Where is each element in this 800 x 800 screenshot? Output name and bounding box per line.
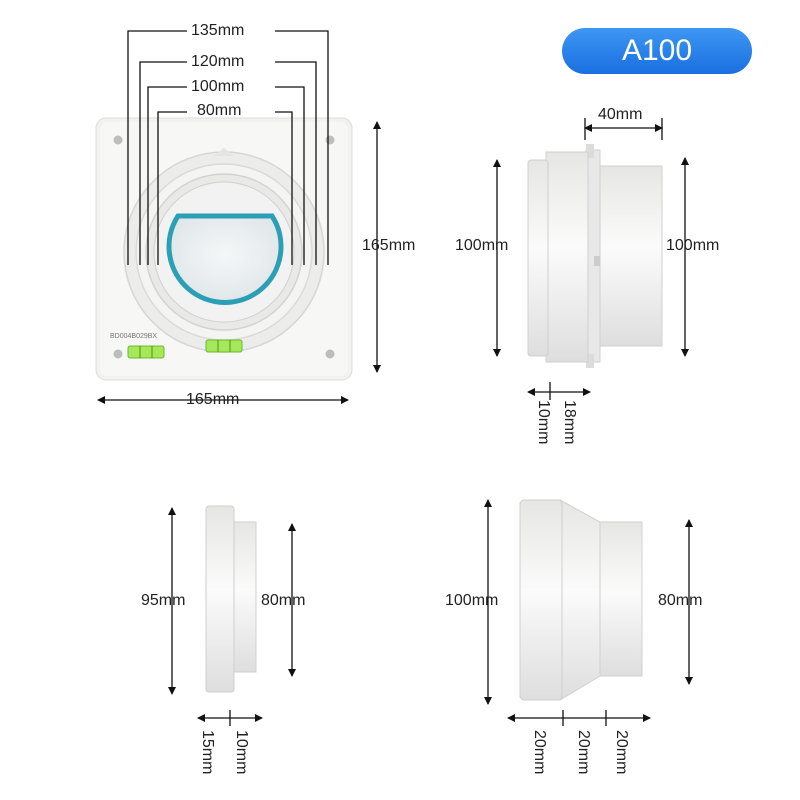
reducer-right-label: 80mm bbox=[658, 592, 703, 609]
panel-width-label: 165mm bbox=[186, 391, 240, 408]
reducer-dimensions bbox=[484, 499, 693, 726]
panel-serial: BD004B029BX bbox=[110, 333, 158, 340]
valve-bottom-b-label: 18mm bbox=[561, 400, 578, 445]
valve-right-label: 100mm bbox=[666, 237, 720, 254]
reducer-bottom-2-label: 20mm bbox=[575, 730, 592, 775]
reducer-bottom-1-label: 20mm bbox=[531, 730, 548, 775]
flange-bottom-a-label: 15mm bbox=[199, 730, 216, 775]
panel-width-100: 100mm bbox=[191, 78, 245, 95]
bubble-level-icon bbox=[127, 345, 165, 359]
panel-height-label: 165mm bbox=[362, 237, 416, 254]
screw-hole-icon bbox=[113, 135, 123, 145]
panel-dimensions bbox=[97, 30, 381, 404]
flange-right-label: 80mm bbox=[261, 592, 306, 609]
reducer bbox=[519, 499, 643, 701]
screw-hole-icon bbox=[325, 349, 335, 359]
side-valve bbox=[527, 144, 663, 368]
valve-top-label: 40mm bbox=[598, 106, 643, 123]
screw-hole-icon bbox=[325, 135, 335, 145]
panel-width-80: 80mm bbox=[197, 102, 242, 119]
panel-width-120: 120mm bbox=[191, 53, 245, 70]
panel-width-135: 135mm bbox=[191, 22, 245, 39]
flange-left-label: 95mm bbox=[141, 592, 186, 609]
reducer-left-label: 100mm bbox=[445, 592, 499, 609]
bubble-level-icon bbox=[205, 339, 243, 353]
valve-left-label: 100mm bbox=[455, 237, 509, 254]
damper-disc bbox=[166, 213, 284, 305]
flange-dimensions bbox=[168, 507, 296, 726]
model-badge: A100 bbox=[562, 28, 752, 74]
side-valve-dimensions bbox=[493, 118, 689, 400]
reducer-bottom-3-label: 20mm bbox=[613, 730, 630, 775]
flange-adapter bbox=[205, 505, 257, 693]
flange-bottom-b-label: 10mm bbox=[233, 730, 250, 775]
screw-hole-icon bbox=[113, 349, 123, 359]
wall-panel bbox=[95, 117, 353, 381]
valve-bottom-a-label: 10mm bbox=[535, 400, 552, 445]
